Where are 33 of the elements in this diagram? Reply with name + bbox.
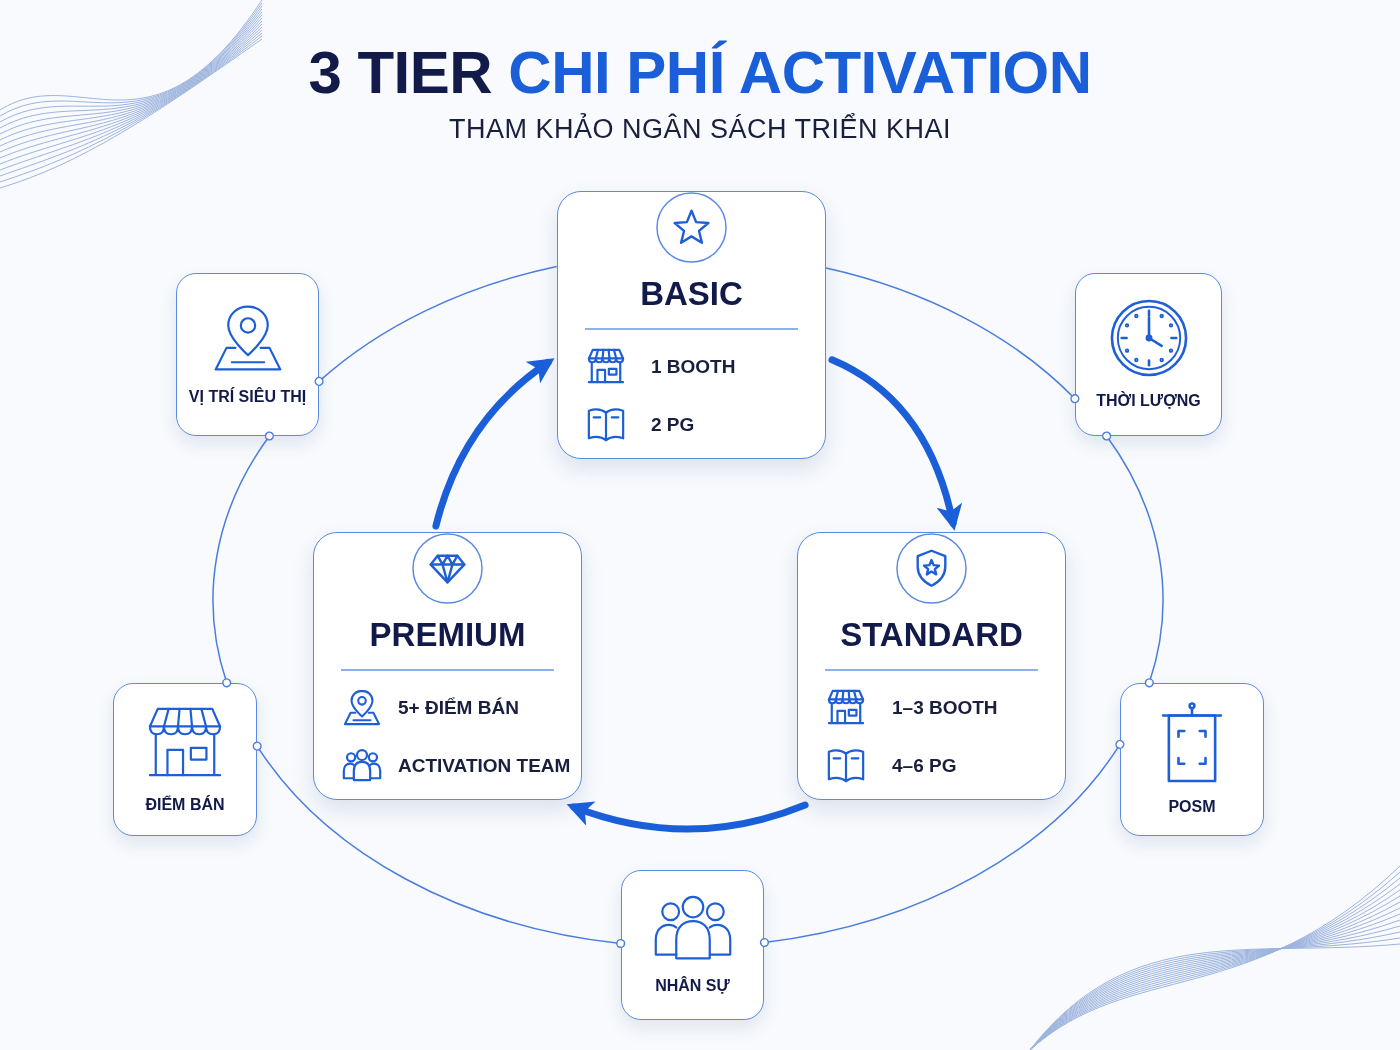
item-label: 5+ ĐIỂM BÁN: [398, 695, 519, 720]
feature-card: [621, 870, 764, 1020]
title: 3 TIER CHI PHÍ ACTIVATION: [308, 38, 1092, 107]
connector-line: [314, 265, 558, 386]
arrow: [566, 800, 809, 833]
arrow: [432, 357, 555, 530]
tier-card: [313, 532, 582, 800]
tier-card: [557, 191, 826, 459]
feature-card: [1120, 683, 1264, 836]
tier-name: STANDARD: [840, 615, 1023, 655]
feature-card: [113, 683, 257, 836]
feature-label: POSM: [1168, 797, 1216, 817]
tier-card: [797, 532, 1066, 800]
connector-line: [759, 739, 1125, 948]
connector-line: [212, 431, 274, 688]
connector-line: [252, 741, 626, 949]
subtitle: THAM KHẢO NGÂN SÁCH TRIỂN KHAI: [448, 113, 952, 145]
connector-line: [1102, 431, 1164, 688]
connector-line: [825, 267, 1080, 404]
item-label: 4–6 PG: [892, 753, 957, 778]
feature-card: [1075, 273, 1222, 436]
feature-label: NHÂN SỰ: [655, 975, 730, 996]
tier-name: BASIC: [640, 274, 743, 314]
feature-label: VỊ TRÍ SIÊU THỊ: [188, 386, 307, 407]
item-label: 2 PG: [651, 412, 695, 437]
feature-label: ĐIỂM BÁN: [145, 794, 225, 815]
feature-card: [176, 273, 319, 436]
tier-name: PREMIUM: [369, 615, 526, 655]
item-label: ACTIVATION TEAM: [398, 753, 571, 778]
arrow: [828, 356, 962, 531]
item-label: 1–3 BOOTH: [892, 695, 998, 720]
item-label: 1 BOOTH: [651, 354, 736, 379]
feature-label: THỜI LƯỢNG: [1096, 390, 1201, 411]
